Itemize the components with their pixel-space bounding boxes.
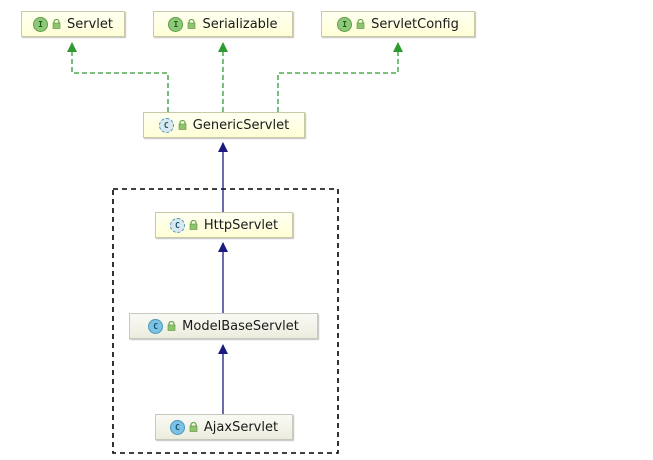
node-label: AjaxServlet (203, 419, 279, 435)
edge-genericservlet-implements-servletconfig (277, 42, 403, 112)
node-servlet[interactable]: I Servlet (21, 11, 125, 37)
abstract-class-badge-icon: C (158, 117, 174, 133)
lock-icon (167, 321, 176, 331)
interface-badge-icon: I (168, 16, 184, 32)
node-ajaxservlet[interactable]: C AjaxServlet (155, 414, 293, 440)
lock-icon (189, 220, 198, 230)
interface-badge-icon: I (337, 16, 353, 32)
lock-icon (188, 19, 196, 29)
interface-badge-icon: I (33, 16, 48, 32)
node-label: Serializable (202, 16, 278, 32)
node-genericservlet[interactable]: C GenericServlet (143, 112, 305, 138)
lock-icon (178, 120, 187, 130)
node-label: ServletConfig (371, 16, 459, 32)
lock-icon (52, 19, 61, 29)
lock-icon (356, 19, 365, 29)
node-label: Servlet (67, 16, 113, 32)
class-badge-icon: C (148, 318, 164, 334)
module-group-box (112, 188, 339, 454)
node-serializable[interactable]: I Serializable (153, 11, 293, 37)
node-label: GenericServlet (192, 117, 290, 133)
abstract-class-badge-icon: C (169, 217, 185, 233)
node-label: HttpServlet (203, 217, 279, 233)
class-badge-icon: C (169, 419, 185, 435)
node-label: ModelBaseServlet (182, 318, 299, 334)
edge-genericservlet-implements-servlet (67, 42, 169, 112)
node-modelbaseservlet[interactable]: C ModelBaseServlet (129, 313, 318, 339)
lock-icon (189, 422, 198, 432)
node-servletconfig[interactable]: I ServletConfig (321, 11, 475, 37)
node-httpservlet[interactable]: C HttpServlet (155, 212, 293, 238)
